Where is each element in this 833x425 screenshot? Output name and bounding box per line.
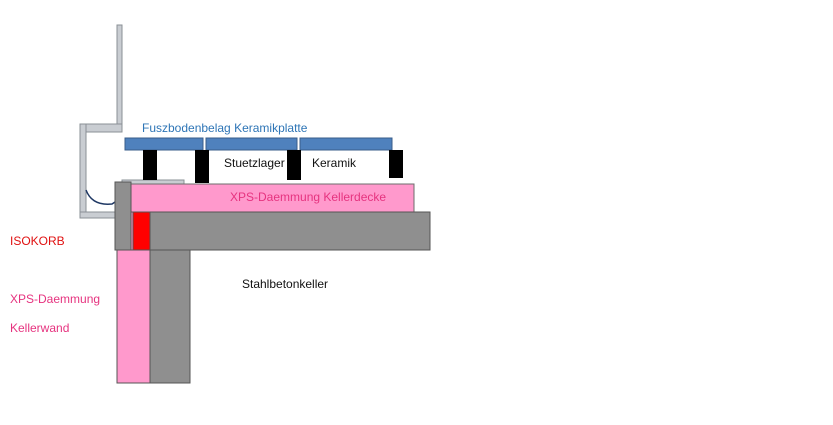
support-bearing-label: Stuetzlager bbox=[224, 156, 285, 170]
frame-upright bbox=[116, 24, 123, 131]
bearing-2 bbox=[195, 150, 209, 183]
frame-anchor-block bbox=[114, 181, 132, 251]
ceramic-label: Keramik bbox=[312, 156, 357, 170]
bearing-3 bbox=[287, 150, 301, 180]
isokorb-element bbox=[132, 211, 151, 251]
xps-ceiling-label: XPS-Daemmung Kellerdecke bbox=[230, 190, 387, 204]
concrete-basement-label: Stahlbetonkeller bbox=[242, 277, 329, 291]
xps-wall-label-line1: XPS-Daemmung bbox=[10, 292, 101, 306]
frame-left-post bbox=[79, 123, 87, 219]
xps-wall-label-line2: Kellerwand bbox=[10, 321, 70, 335]
drain-line bbox=[85, 189, 119, 205]
frame-bottom-bar bbox=[79, 211, 117, 219]
floor-covering-label: Fuszbodenbelag Keramikplatte bbox=[142, 121, 308, 135]
bearing-4 bbox=[389, 150, 403, 178]
tile-2 bbox=[205, 137, 298, 151]
ceramic-tile-floor bbox=[124, 137, 393, 151]
tile-1 bbox=[124, 137, 204, 151]
window-frame-profile bbox=[79, 24, 185, 219]
tile-3 bbox=[299, 137, 393, 151]
concrete-slab bbox=[149, 211, 431, 251]
support-bearings bbox=[143, 150, 403, 183]
isokorb-label: ISOKORB bbox=[10, 234, 65, 248]
bearing-1 bbox=[143, 150, 157, 180]
concrete-basement-wall bbox=[149, 249, 191, 384]
xps-wall-insulation bbox=[116, 249, 151, 384]
